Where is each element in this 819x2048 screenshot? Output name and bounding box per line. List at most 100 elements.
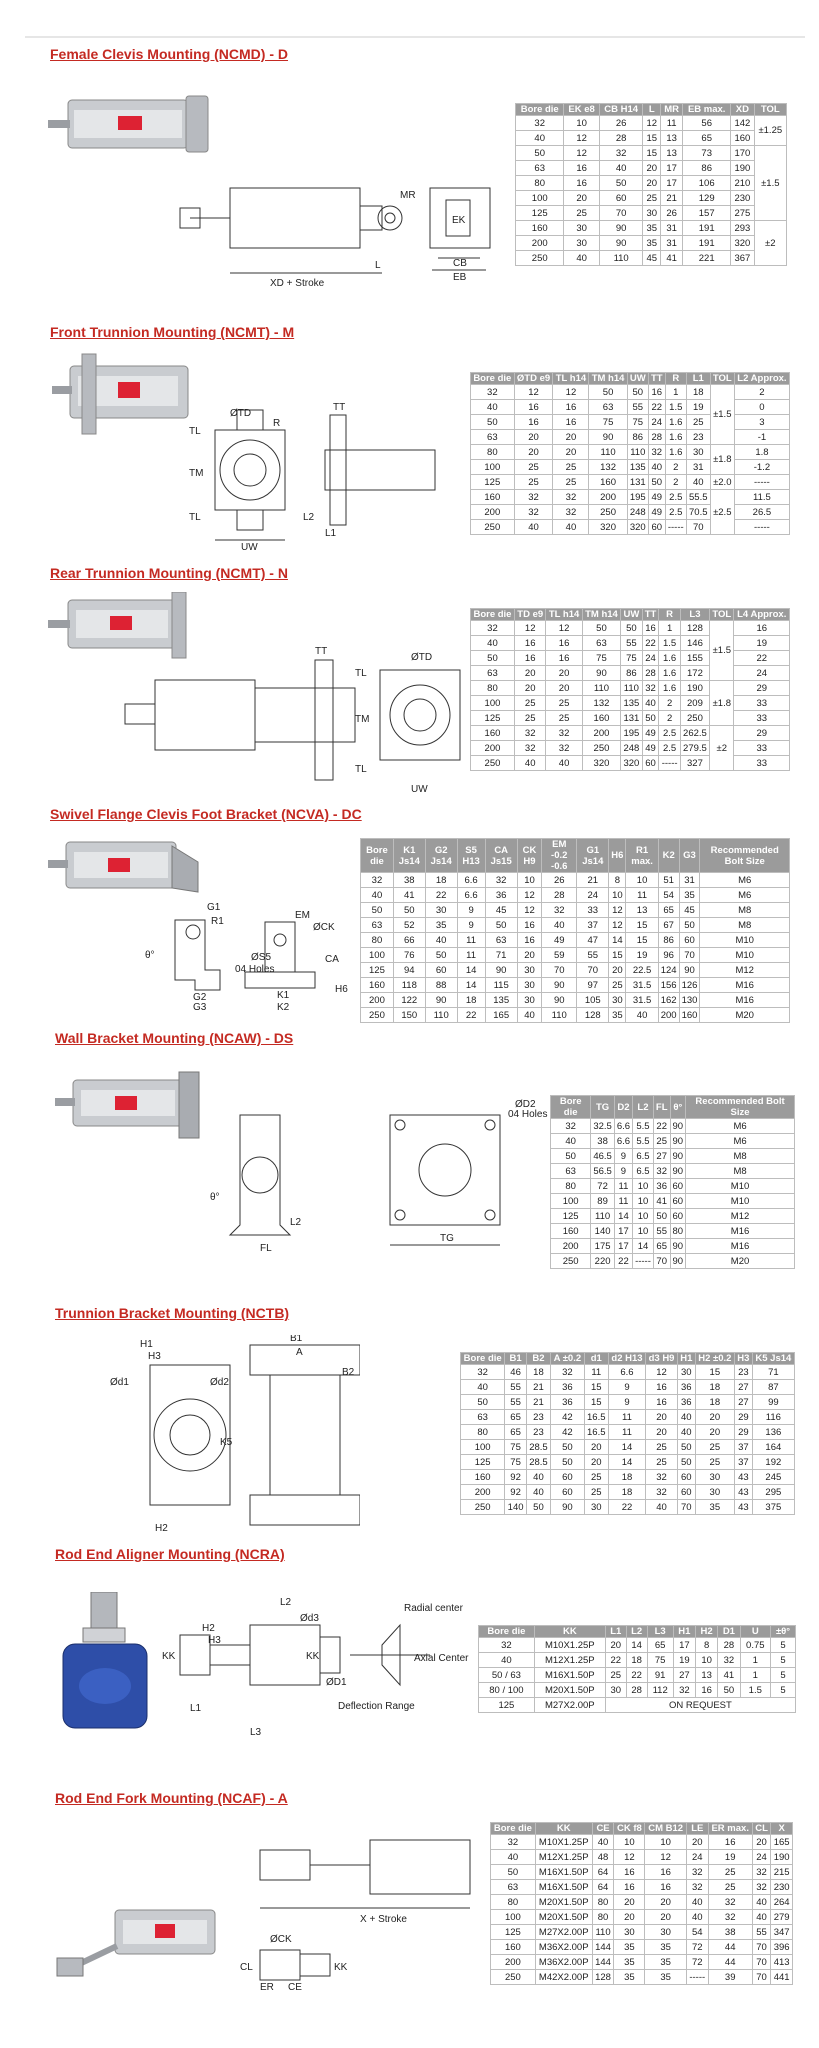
table-cell: 35 bbox=[644, 1939, 687, 1955]
table-cell: 32 bbox=[672, 1682, 697, 1698]
table-cell: 33 bbox=[576, 902, 610, 918]
table-cell: 37 bbox=[734, 1439, 753, 1455]
table-cell: 11 bbox=[456, 947, 486, 963]
table-cell: 20 bbox=[645, 1424, 678, 1440]
table-cell: 132 bbox=[588, 459, 628, 475]
table-cell: 32 bbox=[550, 1364, 585, 1380]
table-cell: 75 bbox=[626, 414, 649, 430]
table-cell: M10X1.25P bbox=[534, 1834, 593, 1850]
table-cell: 160 bbox=[514, 220, 565, 236]
table-cell: 250 bbox=[470, 519, 515, 535]
table-cell: M36X2.00P bbox=[534, 1954, 593, 1970]
table-cell: 65 bbox=[652, 1238, 671, 1254]
table-cell: 26 bbox=[660, 205, 684, 221]
table-cell: 35 bbox=[613, 1969, 646, 1985]
table-cell: 160 bbox=[588, 474, 628, 490]
table-cell: 19 bbox=[707, 1849, 753, 1865]
table-cell: 40 bbox=[470, 399, 515, 415]
table-cell: 30 bbox=[424, 902, 458, 918]
ncaw-drawing: ØD2 04 Holes θ° L2 FL TG bbox=[210, 1099, 547, 1254]
cylinder-photo bbox=[48, 95, 209, 153]
table-cell: 40 bbox=[525, 1469, 552, 1485]
table-cell: 25 bbox=[652, 1133, 671, 1149]
table-cell: 36 bbox=[676, 1394, 696, 1410]
table-cell: 0.75 bbox=[739, 1637, 772, 1653]
table-cell: ----- bbox=[733, 519, 791, 535]
table-cell: 14 bbox=[607, 1454, 647, 1470]
table-cell: 70 bbox=[676, 1499, 696, 1515]
table-cell: 40 bbox=[563, 250, 600, 266]
table-cell: M16 bbox=[699, 992, 790, 1008]
table-cell: 55 bbox=[576, 947, 610, 963]
table-cell: 32 bbox=[490, 1834, 536, 1850]
table-cell: 128 bbox=[591, 1969, 615, 1985]
table-cell: 16 bbox=[645, 1394, 678, 1410]
column-header: B2 bbox=[525, 1352, 552, 1365]
table-cell: 144 bbox=[591, 1954, 615, 1970]
table-cell: 195 bbox=[620, 725, 643, 741]
table-cell: 27 bbox=[672, 1667, 697, 1683]
table-cell: ----- bbox=[658, 755, 681, 771]
table-cell: 32 bbox=[707, 1894, 753, 1910]
column-header: X bbox=[770, 1822, 793, 1835]
table-cell: 1.5 bbox=[739, 1682, 772, 1698]
table-cell: 20 bbox=[545, 665, 583, 681]
table-cell: 25 bbox=[707, 1879, 753, 1895]
svg-text:TG: TG bbox=[440, 1233, 454, 1244]
table-cell: 20 bbox=[642, 160, 662, 176]
table-cell: 28 bbox=[598, 130, 644, 146]
table-cell: 13 bbox=[660, 130, 684, 146]
column-header: G1 Js14 bbox=[576, 838, 610, 873]
column-header: G2 Js14 bbox=[424, 838, 458, 873]
table-cell: 17 bbox=[613, 1223, 634, 1239]
table-cell: 50 bbox=[459, 1394, 506, 1410]
table-cell: 125 bbox=[470, 474, 515, 490]
table-cell: 135 bbox=[484, 992, 518, 1008]
table-cell: 24 bbox=[641, 650, 660, 666]
svg-text:L1: L1 bbox=[190, 1703, 202, 1714]
table-cell: 110 bbox=[581, 680, 622, 696]
table-cell: 60 bbox=[678, 932, 701, 948]
table-cell: 20 bbox=[563, 190, 600, 206]
column-header: G3 bbox=[678, 838, 701, 873]
table-cell: 75 bbox=[581, 650, 622, 666]
svg-text:TT: TT bbox=[315, 646, 327, 657]
table-cell: 25 bbox=[583, 1484, 609, 1500]
table-cell: 23 bbox=[734, 1364, 753, 1380]
table-cell: 35 bbox=[644, 1954, 687, 1970]
table-cell: 55.5 bbox=[685, 489, 711, 505]
column-header: TL h14 bbox=[545, 608, 583, 621]
table-cell: 66 bbox=[392, 932, 426, 948]
section-title: Female Clevis Mounting (NCMD) - D bbox=[50, 46, 289, 62]
column-header: CE bbox=[591, 1822, 615, 1835]
table-cell: 200 bbox=[657, 1007, 680, 1023]
svg-text:TM: TM bbox=[189, 468, 203, 479]
table-cell: 5 bbox=[770, 1652, 796, 1668]
table-cell: 20 bbox=[513, 444, 554, 460]
table-cell: 12 bbox=[608, 902, 627, 918]
table-cell: 55 bbox=[751, 1924, 772, 1940]
table-cell: 18 bbox=[685, 384, 711, 400]
table-cell: 250 bbox=[581, 740, 622, 756]
table-cell: 30 bbox=[685, 444, 711, 460]
table-cell: 50 bbox=[717, 1682, 741, 1698]
svg-text:K2: K2 bbox=[277, 1002, 290, 1010]
table-cell: 63 bbox=[470, 665, 515, 681]
table-cell: 135 bbox=[620, 695, 643, 711]
svg-text:ØCK: ØCK bbox=[313, 922, 335, 933]
table-cell: 31.5 bbox=[625, 992, 659, 1008]
table-cell: 16 bbox=[645, 1379, 678, 1395]
table-cell: 30 bbox=[563, 220, 600, 236]
table-cell: 17 bbox=[613, 1238, 634, 1254]
table-cell: 17 bbox=[660, 175, 684, 191]
table-cell: 32.5 bbox=[590, 1118, 615, 1134]
table-cell: 27 bbox=[734, 1379, 753, 1395]
table-cell: 88 bbox=[424, 977, 458, 993]
table-cell: 50 bbox=[490, 1864, 536, 1880]
table-cell: 1.6 bbox=[658, 680, 681, 696]
